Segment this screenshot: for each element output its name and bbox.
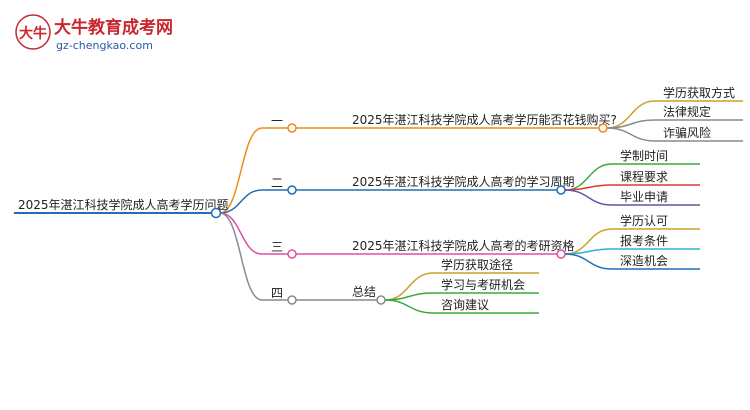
branch-number: 四 <box>271 286 283 300</box>
branch-node-dot <box>287 295 297 305</box>
branch-connector <box>219 127 263 214</box>
leaf-label: 学历获取途径 <box>441 257 513 272</box>
leaf-connector <box>564 253 613 270</box>
root-label: 2025年湛江科技学院成人高考学历问题 <box>18 197 229 212</box>
connectors <box>14 100 743 314</box>
leaf-connector <box>564 189 613 206</box>
branch-label: 总结 <box>352 285 376 299</box>
branch-label: 2025年湛江科技学院成人高考的学习周期 <box>352 174 575 189</box>
leaf-connector <box>384 292 434 301</box>
branch-node-dot <box>287 123 297 133</box>
branch-connector <box>219 212 263 255</box>
leaf-label: 学制时间 <box>620 148 668 163</box>
leaf-label: 学历获取方式 <box>663 85 735 100</box>
leaf-label: 学习与考研机会 <box>441 277 525 292</box>
leaf-label: 深造机会 <box>620 254 668 268</box>
logo-mark-icon <box>15 14 51 50</box>
logo: 大牛 大牛教育成考网 gz-chengkao.com <box>15 14 173 52</box>
branch-connector <box>219 212 263 301</box>
branch-end-dot <box>556 185 566 195</box>
branch-end-dot <box>376 295 386 305</box>
leaf-label: 诈骗风险 <box>663 125 711 140</box>
branch-end-dot <box>556 249 566 259</box>
branch-number: 一 <box>271 114 283 128</box>
branch-number: 三 <box>271 240 283 254</box>
leaf-label: 学历认可 <box>620 213 668 228</box>
leaf-connector <box>384 299 434 314</box>
logo-url: gz-chengkao.com <box>56 39 153 52</box>
branch-label: 2025年湛江科技学院成人高考学历能否花钱购买? <box>352 112 617 127</box>
logo-mark-text: 大牛 <box>19 25 47 42</box>
branch-connector <box>219 189 263 214</box>
leaf-label: 毕业申请 <box>620 190 668 204</box>
leaf-label: 咨询建议 <box>441 297 489 312</box>
nodes: 2025年湛江科技学院成人高考学历问题 一 2025年湛江科技学院成人高考学历能否花… <box>18 85 735 312</box>
leaf-label: 报考条件 <box>620 233 668 248</box>
branch-node-dot <box>287 249 297 259</box>
leaf-label: 法律规定 <box>663 104 711 119</box>
branch-number: 二 <box>271 176 283 190</box>
leaf-connector <box>606 127 656 142</box>
root-node-dot <box>210 207 222 219</box>
branch-label: 2025年湛江科技学院成人高考的考研资格 <box>352 238 575 253</box>
leaf-label: 课程要求 <box>620 169 668 184</box>
logo-name: 大牛教育成考网 <box>54 17 173 38</box>
branch-node-dot <box>287 185 297 195</box>
branch-end-dot <box>598 123 608 133</box>
